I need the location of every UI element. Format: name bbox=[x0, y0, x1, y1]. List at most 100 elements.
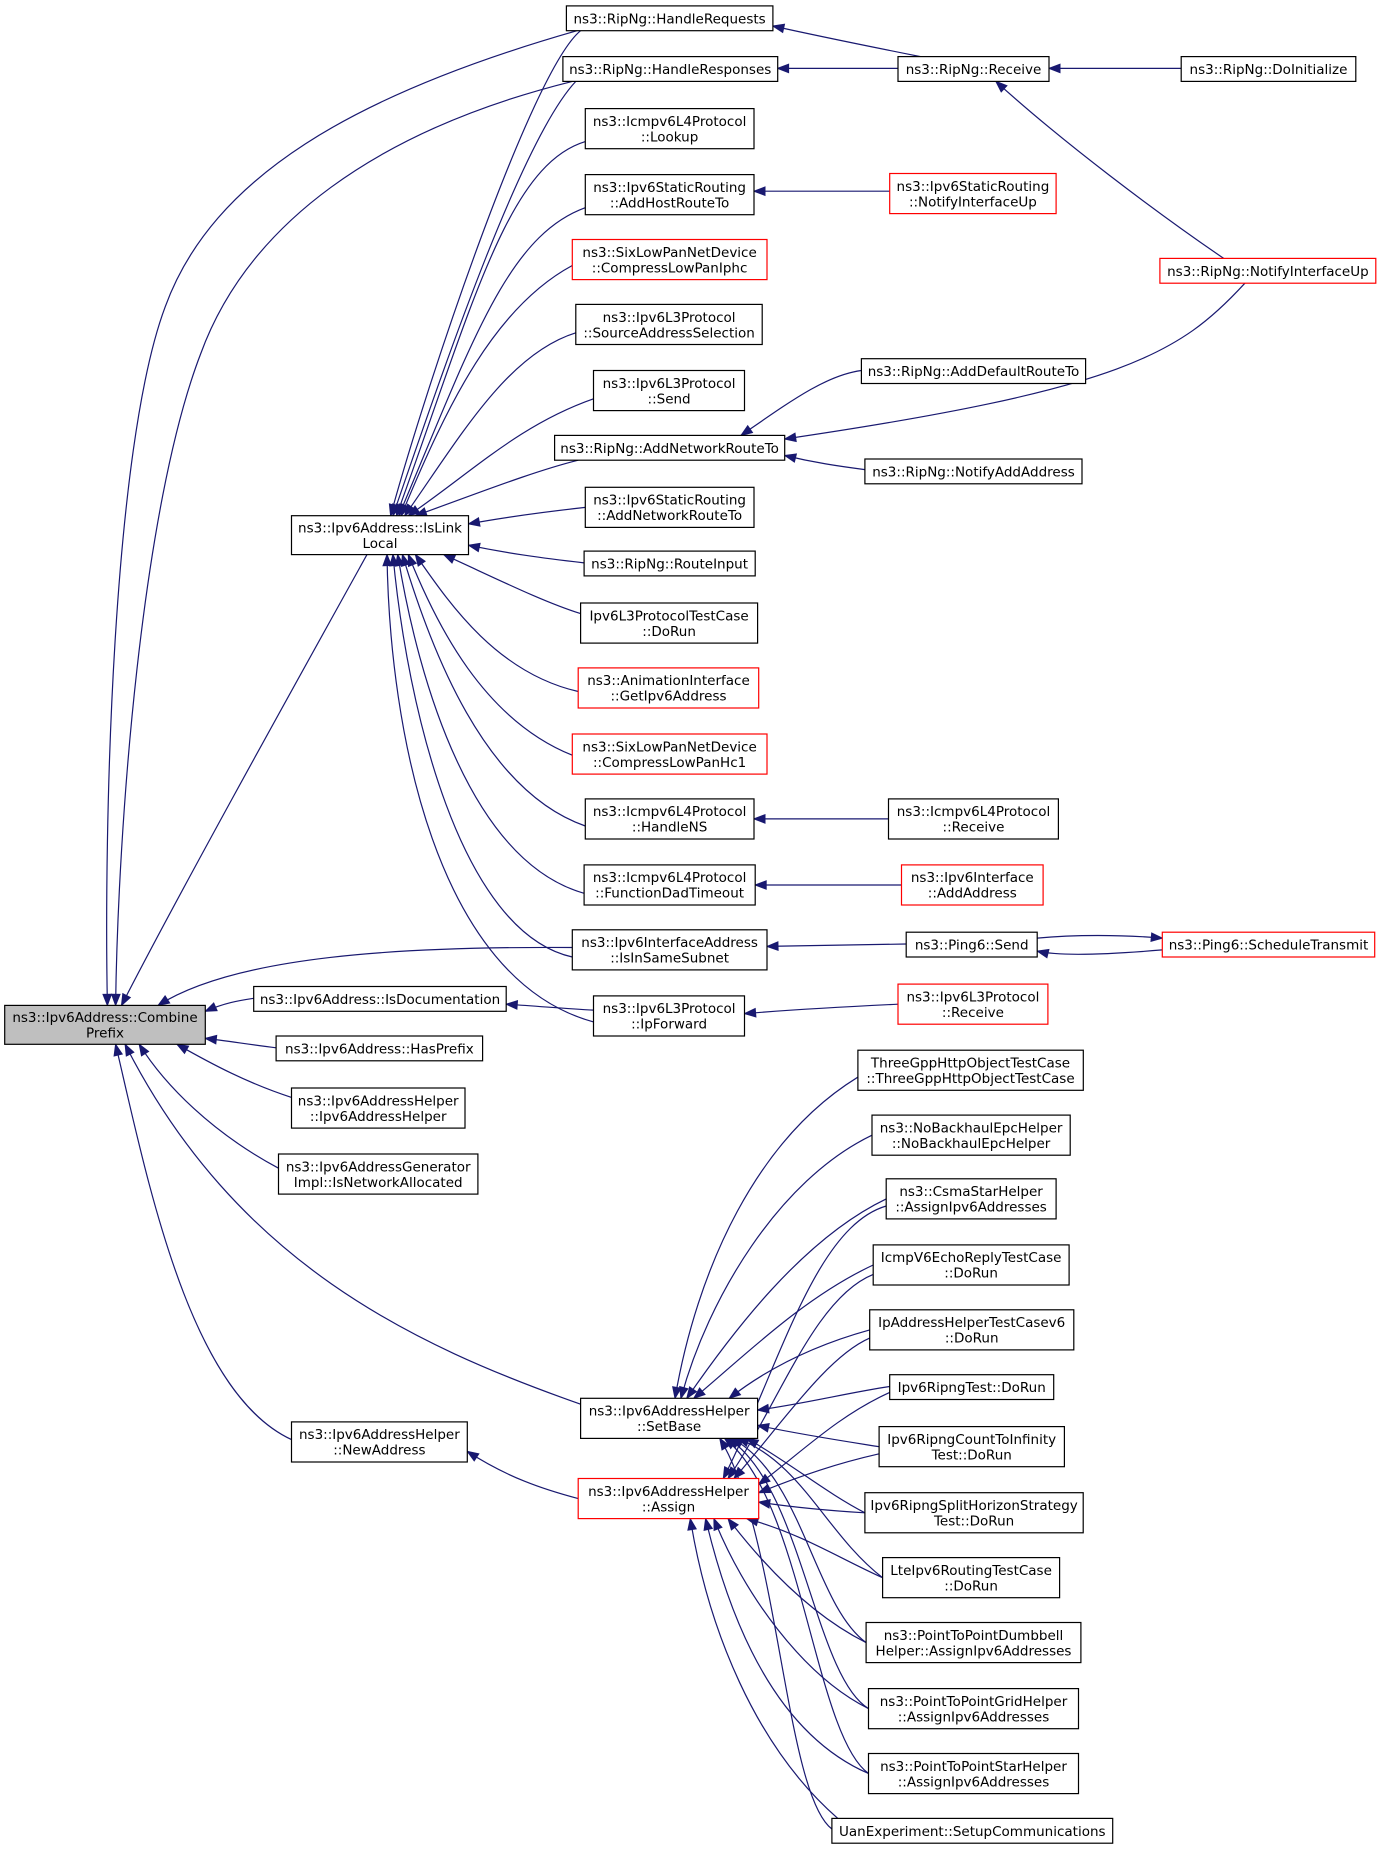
node-hc1[interactable]: ns3::SixLowPanNetDevice::CompressLowPanH… bbox=[571, 733, 768, 775]
edge-line bbox=[415, 459, 579, 517]
edge-newaddress-to-combine bbox=[113, 1042, 292, 1441]
edge-iphelpertest-to-assign bbox=[733, 1337, 870, 1480]
node-ipforward[interactable]: ns3::Ipv6L3Protocol::IpForward bbox=[592, 995, 746, 1037]
node-box bbox=[900, 864, 1044, 906]
node-ripreceive[interactable]: ns3::RipNg::Receive bbox=[897, 55, 1050, 82]
node-label: Ipv6RipngTest::DoRun bbox=[898, 1380, 1046, 1396]
node-genalloc[interactable]: ns3::Ipv6AddressGeneratorImpl::IsNetwork… bbox=[277, 1153, 479, 1195]
node-ifaceadd[interactable]: ns3::Ipv6Interface::AddAddress bbox=[900, 864, 1044, 906]
edge-splithorizon-to-assign bbox=[757, 1498, 865, 1514]
node-icmplookup[interactable]: ns3::Icmpv6L4Protocol::Lookup bbox=[584, 107, 755, 150]
node-label: ns3::Ping6::Send bbox=[915, 938, 1029, 954]
node-box bbox=[905, 931, 1038, 958]
edge-ripngtest-to-setbase bbox=[756, 1385, 890, 1414]
node-doinit[interactable]: ns3::RipNg::DoInitialize bbox=[1180, 55, 1357, 82]
node-box bbox=[889, 1374, 1055, 1401]
node-nobackhaul[interactable]: ns3::NoBackhaulEpcHelper::NoBackhaulEpcH… bbox=[871, 1114, 1071, 1156]
node-dumbbell[interactable]: ns3::PointToPointDumbbellHelper::AssignI… bbox=[865, 1621, 1082, 1664]
node-staticnotify[interactable]: ns3::Ipv6StaticRouting::NotifyInterfaceU… bbox=[889, 172, 1057, 215]
node-ripnotifyup[interactable]: ns3::RipNg::NotifyInterfaceUp bbox=[1159, 257, 1377, 284]
node-hasprefix[interactable]: ns3::Ipv6Address::HasPrefix bbox=[275, 1035, 484, 1062]
node-isdoc[interactable]: ns3::Ipv6Address::IsDocumentation bbox=[253, 985, 507, 1012]
node-notifyaddr[interactable]: ns3::RipNg::NotifyAddAddress bbox=[864, 458, 1083, 485]
edge-line bbox=[713, 1518, 869, 1710]
node-label: ::FunctionDadTimeout bbox=[595, 886, 744, 902]
node-p2pstar[interactable]: ns3::PointToPointStarHelper::AssignIpv6A… bbox=[867, 1752, 1080, 1795]
node-box bbox=[889, 172, 1057, 215]
node-echoreply[interactable]: IcmpV6EchoReplyTestCase::DoRun bbox=[872, 1244, 1070, 1286]
node-dadtimeout[interactable]: ns3::Icmpv6L4Protocol::FunctionDadTimeou… bbox=[583, 864, 756, 906]
node-label: ns3::Ipv6StaticRouting bbox=[593, 180, 746, 196]
edge-arrowhead bbox=[124, 1043, 135, 1057]
node-sched[interactable]: ns3::Ping6::ScheduleTransmit bbox=[1161, 931, 1376, 958]
edge-line bbox=[392, 554, 573, 958]
node-label: ::ThreeGppHttpObjectTestCase bbox=[866, 1071, 1074, 1087]
node-iphc[interactable]: ns3::SixLowPanNetDevice::CompressLowPanI… bbox=[571, 238, 768, 281]
node-grid[interactable]: ns3::PointToPointGridHelper::AssignIpv6A… bbox=[867, 1687, 1080, 1730]
node-csmastar[interactable]: ns3::CsmaStarHelper::AssignIpv6Addresses bbox=[885, 1178, 1057, 1220]
node-anim[interactable]: ns3::AnimationInterface::GetIpv6Address bbox=[577, 667, 760, 709]
node-srcsel[interactable]: ns3::Ipv6L3Protocol::SourceAddressSelect… bbox=[575, 303, 763, 346]
node-box bbox=[1161, 931, 1376, 958]
node-addhost[interactable]: ns3::Ipv6StaticRouting::AddHostRouteTo bbox=[584, 174, 755, 216]
edge-arrowhead bbox=[686, 1386, 698, 1400]
node-l3receive[interactable]: ns3::Ipv6L3Protocol::Receive bbox=[897, 983, 1049, 1025]
node-newaddress[interactable]: ns3::Ipv6AddressHelper::NewAddress bbox=[290, 1421, 468, 1463]
node-ping6send[interactable]: ns3::Ping6::Send bbox=[905, 931, 1038, 958]
node-ripngtest[interactable]: Ipv6RipngTest::DoRun bbox=[889, 1374, 1055, 1401]
node-addnet[interactable]: ns3::RipNg::AddNetworkRouteTo bbox=[553, 434, 786, 461]
node-box bbox=[869, 1309, 1075, 1351]
edge-line bbox=[398, 207, 586, 516]
node-box bbox=[290, 515, 470, 556]
node-l3test[interactable]: Ipv6L3ProtocolTestCase::DoRun bbox=[579, 602, 759, 644]
node-l3send[interactable]: ns3::Ipv6L3Protocol::Send bbox=[592, 369, 746, 412]
node-samesubnet[interactable]: ns3::Ipv6InterfaceAddress::IsInSameSubne… bbox=[571, 929, 768, 971]
node-label: ::IsInSameSubnet bbox=[610, 951, 729, 967]
node-box bbox=[583, 864, 756, 906]
node-handleresp[interactable]: ns3::RipNg::HandleResponses bbox=[562, 55, 779, 82]
edge-uan-to-assign bbox=[687, 1517, 839, 1819]
node-label: ::CompressLowPanIphc bbox=[592, 260, 748, 276]
node-box bbox=[571, 929, 768, 971]
node-lterouting[interactable]: LteIpv6RoutingTestCase::DoRun bbox=[881, 1556, 1061, 1599]
node-box bbox=[4, 1004, 206, 1045]
node-uan[interactable]: UanExperiment::SetupCommunications bbox=[831, 1817, 1114, 1844]
edge-arrowhead bbox=[156, 995, 171, 1007]
node-icmpreceive[interactable]: ns3::Icmpv6L4Protocol::Receive bbox=[887, 798, 1059, 840]
edge-arrowhead bbox=[723, 1437, 737, 1450]
node-box bbox=[887, 798, 1059, 840]
node-routeinput[interactable]: ns3::RipNg::RouteInput bbox=[583, 550, 756, 577]
node-handlereq[interactable]: ns3::RipNg::HandleRequests bbox=[565, 5, 774, 32]
edge-ipforward-to-isdoc bbox=[504, 1000, 594, 1011]
edge-line bbox=[1037, 934, 1163, 939]
edge-ifaceadd-to-dadtimeout bbox=[753, 880, 902, 890]
node-helperctor[interactable]: ns3::Ipv6AddressHelper::Ipv6AddressHelpe… bbox=[290, 1087, 466, 1129]
edge-arrowhead bbox=[727, 1517, 739, 1531]
node-label: IpAddressHelperTestCasev6 bbox=[878, 1315, 1065, 1331]
node-box bbox=[290, 1421, 468, 1463]
node-iphelpertest[interactable]: IpAddressHelperTestCasev6::DoRun bbox=[869, 1309, 1075, 1351]
edge-countinf-to-setbase bbox=[756, 1422, 880, 1448]
edge-helperctor-to-combine bbox=[175, 1043, 292, 1098]
node-staticaddnet[interactable]: ns3::Ipv6StaticRouting::AddNetworkRouteT… bbox=[584, 486, 755, 528]
node-adddefault[interactable]: ns3::RipNg::AddDefaultRouteTo bbox=[860, 358, 1087, 385]
edge-line bbox=[106, 30, 578, 1006]
node-box bbox=[584, 486, 755, 528]
edge-p2pstar-to-setbase bbox=[723, 1437, 869, 1774]
node-label: ns3::Ipv6AddressHelper bbox=[298, 1093, 459, 1109]
node-assign[interactable]: ns3::Ipv6AddressHelper::Assign bbox=[577, 1477, 760, 1520]
node-label: ::SourceAddressSelection bbox=[583, 325, 754, 341]
node-label: ::AddHostRouteTo bbox=[610, 195, 729, 211]
node-setbase[interactable]: ns3::Ipv6AddressHelper::SetBase bbox=[579, 1397, 759, 1440]
node-threegpp[interactable]: ThreeGppHttpObjectTestCase::ThreeGppHttp… bbox=[857, 1049, 1084, 1091]
edge-hasprefix-to-combine bbox=[203, 1034, 277, 1049]
node-handlens[interactable]: ns3::Icmpv6L4Protocol::HandleNS bbox=[584, 798, 755, 840]
node-label: ::NotifyInterfaceUp bbox=[909, 194, 1037, 210]
edge-nobackhaul-to-setbase bbox=[679, 1134, 873, 1400]
edge-setbase-to-combine bbox=[124, 1043, 581, 1405]
node-box bbox=[275, 1035, 484, 1062]
